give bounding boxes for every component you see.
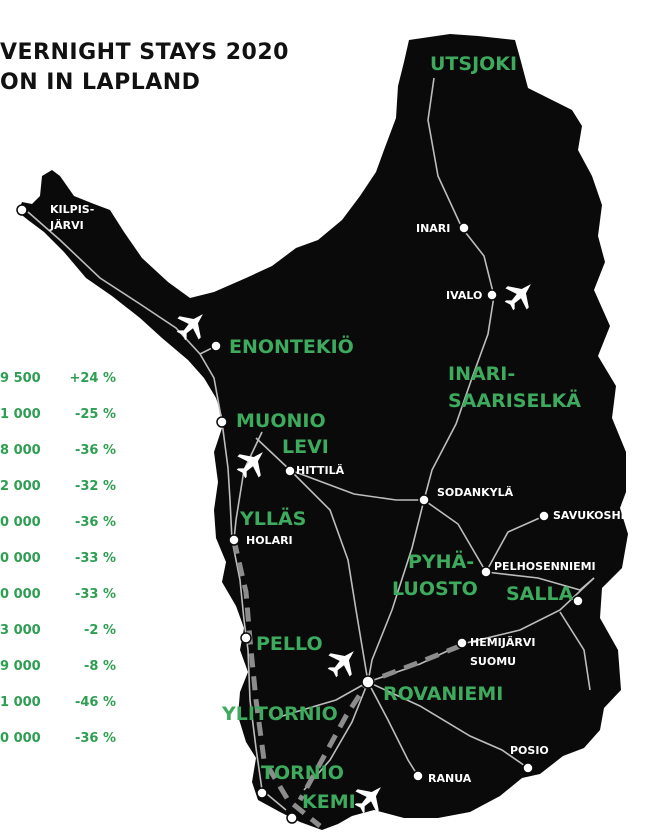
label-hittila: HITTILÄ bbox=[296, 463, 345, 477]
map-title: VERNIGHT STAYS 2020 ON IN LAPLAND bbox=[0, 38, 289, 98]
label-kemi: KEMI bbox=[302, 791, 356, 813]
marker-holari bbox=[228, 534, 240, 546]
label-salla: SALLA bbox=[506, 583, 574, 605]
stat-value: 0 000 bbox=[0, 587, 41, 602]
stat-change: -46 % bbox=[74, 695, 116, 710]
stat-row: 0 000 -33 % bbox=[0, 551, 120, 569]
marker-rovaniemi bbox=[361, 675, 375, 689]
stat-row: 2 000 -32 % bbox=[0, 479, 120, 497]
label-kilpisjarvi-2: JÄRVI bbox=[49, 218, 84, 232]
lapland-land-shape bbox=[18, 34, 628, 830]
title-line-1: VERNIGHT STAYS 2020 bbox=[0, 40, 289, 65]
label-ivalo: IVALO bbox=[446, 289, 482, 302]
label-inari: INARI bbox=[416, 222, 450, 235]
label-utsjoki: UTSJOKI bbox=[430, 53, 517, 75]
stat-change: -36 % bbox=[74, 443, 116, 458]
stat-row: 0 000 -36 % bbox=[0, 731, 120, 749]
marker-tornio bbox=[256, 787, 268, 799]
label-pelkosenniemi: PELHOSENNIEMI bbox=[494, 560, 596, 573]
label-hemijarvi: HEMIJÄRVI bbox=[470, 635, 535, 649]
stat-value: 2 000 bbox=[0, 479, 41, 494]
label-inari-saariselka-1: INARI- bbox=[448, 363, 515, 385]
stat-row: 0 000 -33 % bbox=[0, 587, 120, 605]
stat-row: 9 500 +24 % bbox=[0, 371, 120, 389]
marker-salla bbox=[572, 595, 584, 607]
stat-value: 1 000 bbox=[0, 695, 41, 710]
town-markers bbox=[16, 204, 584, 824]
stat-value: 1 000 bbox=[0, 407, 41, 422]
road-network bbox=[27, 77, 595, 811]
stat-change: -33 % bbox=[74, 587, 116, 602]
title-line-2: ON IN LAPLAND bbox=[0, 70, 201, 95]
stat-row: 3 000 -2 % bbox=[0, 623, 120, 641]
stat-change: -32 % bbox=[74, 479, 116, 494]
marker-hittila bbox=[284, 465, 296, 477]
stat-row: 0 000 -36 % bbox=[0, 515, 120, 533]
stat-change: +24 % bbox=[69, 371, 116, 386]
label-posio: POSIO bbox=[510, 744, 549, 757]
label-rovaniemi: ROVANIEMI bbox=[383, 683, 503, 705]
label-muonio: MUONIO bbox=[236, 410, 326, 432]
label-kilpisjarvi-1: KILPIS- bbox=[50, 203, 94, 216]
label-holari: HOLARI bbox=[246, 534, 293, 547]
marker-sodankyla bbox=[418, 494, 430, 506]
stat-value: 9 000 bbox=[0, 659, 41, 674]
marker-kemi bbox=[286, 812, 298, 824]
marker-savukoski bbox=[538, 510, 550, 522]
marker-inari bbox=[458, 222, 470, 234]
label-pyha-luosto-1: PYHÄ- bbox=[408, 549, 474, 573]
stat-value: 3 000 bbox=[0, 623, 41, 638]
label-levi: LEVI bbox=[282, 436, 329, 458]
label-enontekio: ENONTEKIÖ bbox=[229, 334, 354, 358]
stat-change: -36 % bbox=[74, 515, 116, 530]
stat-change: -2 % bbox=[84, 623, 116, 638]
marker-ranua bbox=[412, 770, 424, 782]
marker-enontekio bbox=[210, 340, 222, 352]
stat-value: 0 000 bbox=[0, 515, 41, 530]
stat-change: -36 % bbox=[74, 731, 116, 746]
marker-hemijarvi bbox=[456, 637, 468, 649]
stat-value: 9 500 bbox=[0, 371, 41, 386]
marker-pelkosenniemi bbox=[480, 566, 492, 578]
stat-change: -33 % bbox=[74, 551, 116, 566]
stat-value: 8 000 bbox=[0, 443, 41, 458]
stat-value: 0 000 bbox=[0, 731, 41, 746]
stat-row: 9 000 -8 % bbox=[0, 659, 120, 677]
marker-muonio bbox=[216, 416, 228, 428]
marker-kilpisjarvi bbox=[16, 204, 28, 216]
label-pello: PELLO bbox=[256, 633, 323, 655]
stat-row: 1 000 -46 % bbox=[0, 695, 120, 713]
marker-posio bbox=[522, 762, 534, 774]
label-yllas: YLLÄS bbox=[239, 506, 306, 530]
stat-change: -25 % bbox=[74, 407, 116, 422]
label-sodankyla: SODANKYLÄ bbox=[437, 485, 514, 499]
marker-pello bbox=[240, 632, 252, 644]
stat-row: 8 000 -36 % bbox=[0, 443, 120, 461]
label-inari-saariselka-2: SAARISELKÄ bbox=[448, 388, 581, 412]
label-ylitornio: YLITORNIO bbox=[221, 703, 338, 725]
stat-value: 0 000 bbox=[0, 551, 41, 566]
stat-row: 1 000 -25 % bbox=[0, 407, 120, 425]
label-ranua: RANUA bbox=[428, 772, 472, 785]
stat-change: -8 % bbox=[84, 659, 116, 674]
marker-ivalo bbox=[486, 289, 498, 301]
label-pyha-luosto-2: LUOSTO bbox=[392, 578, 478, 600]
label-tornio: TORNIO bbox=[261, 762, 344, 784]
label-suomu: SUOMU bbox=[470, 655, 516, 668]
railway-lines bbox=[231, 539, 461, 828]
label-savukoski: SAVUKOSHI bbox=[553, 509, 625, 522]
